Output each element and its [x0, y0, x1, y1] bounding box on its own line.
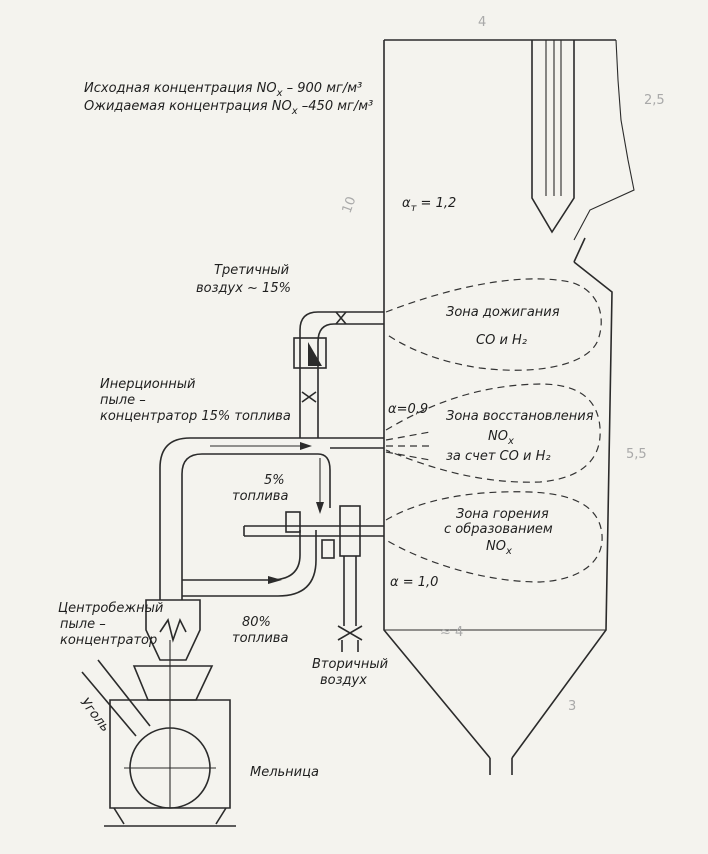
pencil-note-approx-4: ≈ 4 [440, 625, 463, 640]
air-heater-box [293, 337, 327, 369]
combustion-zone-outline [385, 491, 603, 583]
coal-feeder [81, 659, 151, 737]
main-fuel-duct [182, 530, 317, 597]
mill-body [109, 699, 231, 809]
inertial-label-1: Инерционный [100, 377, 195, 392]
fuel-80-pct: 80% [242, 615, 271, 630]
superheater-screen [531, 40, 575, 234]
centrifugal-label-3: концентратор [60, 633, 157, 648]
main-fuel-arrow [268, 576, 282, 584]
secondary-air-inlet [341, 640, 359, 652]
combustion-zone-nox: NOx [486, 539, 512, 557]
superheater-inner [545, 40, 562, 196]
initial-concentration-label: Исходная концентрация NOx – 900 мг/м³ [84, 81, 362, 99]
secondary-damper [321, 539, 335, 559]
afterburn-zone-title: Зона дожигания [446, 305, 560, 320]
air-heater-icon [308, 342, 322, 366]
fuel5-arrow-head [316, 502, 324, 514]
combustion-zone-title: Зона горения [456, 507, 549, 522]
tertiary-air-label-1: Третичный [214, 263, 289, 278]
pencil-note-5-5: 5,5 [626, 447, 647, 462]
flow-arrow-head [300, 442, 312, 450]
tertiary-damper-lower [301, 391, 317, 403]
furnace-left-wall [383, 40, 491, 759]
mill-label: Мельница [250, 765, 319, 780]
secondary-air-valve [337, 625, 363, 641]
reduction-zone-nox: NOx [488, 429, 514, 447]
alpha-10-label: α = 1,0 [390, 575, 438, 590]
reduction-zone-agents: за счет CO и H₂ [446, 449, 551, 464]
inertial-label-3: концентратор 15% топлива [100, 409, 291, 424]
centrifugal-concentrator [145, 599, 201, 661]
centrifugal-label-1: Центробежный [58, 601, 163, 616]
furnace-right-wall [511, 261, 613, 759]
fuel-5-pct: 5% [264, 473, 285, 488]
mill-axis [124, 640, 216, 808]
reduction-zone-outline [385, 383, 601, 483]
inertial-label-2: пыле – [100, 393, 146, 408]
reduction-jets [385, 431, 434, 461]
secondary-air-duct [343, 556, 357, 626]
mill-foundation [104, 807, 236, 827]
reduction-zone-title: Зона восстановления [446, 409, 594, 424]
burner-barrel [243, 525, 384, 537]
secondary-air-label-1: Вторичный [312, 657, 388, 672]
afterburn-zone-outline [385, 278, 602, 371]
inertial-duct [159, 437, 384, 600]
centrifugal-label-2: пыле – [60, 617, 106, 632]
pencil-note-4: 4 [478, 15, 486, 30]
alpha-t-label: αт = 1,2 [402, 196, 456, 214]
fuel-5-label: топлива [232, 489, 288, 504]
burner-register [339, 505, 361, 557]
hopper-outlet [489, 758, 513, 775]
fuel-80-label: топлива [232, 631, 288, 646]
concentrator-vanes [159, 617, 187, 643]
expected-concentration-label: Ожидаемая концентрация NOx –450 мг/м³ [84, 99, 373, 117]
secondary-air-label-2: воздух [320, 673, 367, 688]
tertiary-air-label-2: воздух ~ 15% [196, 281, 291, 296]
alpha-09-label: α=0,9 [388, 402, 428, 417]
pencil-note-2-5: 2,5 [644, 93, 665, 108]
furnace-break-edge [573, 39, 635, 241]
mill-chute [132, 665, 214, 701]
pencil-note-3: 3 [568, 699, 576, 714]
tertiary-air-duct [299, 311, 384, 438]
combustion-zone-subtitle: с образованием [444, 522, 553, 537]
burner-fuel-valve [285, 511, 301, 533]
tertiary-damper-upper [335, 311, 347, 325]
nose-edge [573, 237, 586, 263]
pencil-note-10: 10 [340, 195, 360, 216]
afterburn-zone-gases: CO и H₂ [476, 333, 527, 348]
